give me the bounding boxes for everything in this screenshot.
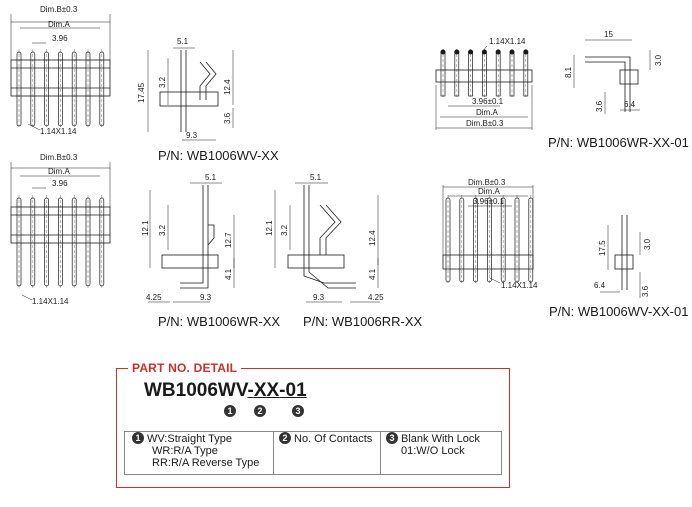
- rr-d-12-4: 12.4: [368, 230, 377, 246]
- rr-part-number: P/N: WB1006RR-XX: [303, 314, 423, 329]
- wr01-dim-b: Dim.B±0.3: [466, 119, 504, 128]
- wr01-d-6-4: 6.4: [624, 100, 636, 109]
- wv-side-view: [147, 47, 234, 141]
- wv01-dim-b: Dim.B±0.3: [468, 178, 506, 187]
- legend-marker-1: 1: [132, 432, 144, 445]
- wv01-d-3-6: 3.6: [641, 285, 650, 297]
- part-dash-2: -: [279, 380, 286, 401]
- legend-type-rr: RR:R/A Reverse Type: [152, 457, 260, 470]
- wr01-d-8-1: 8.1: [564, 66, 573, 78]
- wv-front-view: [10, 14, 111, 131]
- wr-side-view: [148, 182, 235, 303]
- wv01-d-17-5: 17.5: [598, 240, 607, 256]
- wr-d-5-1: 5.1: [205, 173, 217, 182]
- wr01-pin-size: 1.14X1.14: [489, 37, 526, 46]
- wv-dim-b: Dim.B±0.3: [40, 5, 78, 14]
- wr01-d-15: 15: [604, 30, 613, 39]
- legend-lock-01: 01:W/O Lock: [401, 445, 465, 458]
- wr-part-number: P/N: WB1006WR-XX: [158, 314, 280, 329]
- legend-divider-2: [380, 431, 381, 475]
- legend-lock-blank: Blank With Lock: [401, 433, 480, 445]
- wr01-pin-head: [468, 49, 474, 55]
- wr-front-view: [10, 162, 111, 301]
- part-detail-legend: [124, 431, 502, 475]
- wr01-front-view: [435, 45, 533, 130]
- wr-d-4-25: 4.25: [146, 293, 162, 302]
- marker-1: 1: [224, 405, 236, 417]
- legend-marker-3: 3: [386, 432, 398, 445]
- wv-d-5-1: 5.1: [177, 37, 189, 46]
- wr-d-12-7: 12.7: [224, 232, 233, 248]
- part-detail-title: PART NO. DETAIL: [128, 361, 242, 375]
- rr-d-4-25: 4.25: [368, 293, 384, 302]
- wv-d-17-45: 17.45: [137, 82, 146, 103]
- part-dash-1: -: [247, 380, 254, 401]
- legend-type-wv: WV:Straight Type: [147, 433, 232, 445]
- wv-pin-size: 1.14X1.14: [40, 127, 77, 136]
- legend-divider-1: [273, 431, 274, 475]
- wr-pitch: 3.96: [52, 179, 68, 188]
- wv-part-number: P/N: WB1006WV-XX: [158, 148, 279, 163]
- wv01-dim-a: Dim.A: [478, 187, 500, 196]
- wr01-part-number: P/N: WB1006WR-XX-01: [548, 135, 689, 150]
- rr-d-3-2: 3.2: [280, 224, 289, 236]
- wv-d-3-6: 3.6: [223, 112, 232, 124]
- pin-rows: [16, 49, 534, 289]
- legend-marker-2: 2: [279, 432, 291, 445]
- wv01-pin-size: 1.14X1.14: [501, 281, 538, 290]
- rr-side-view: [274, 182, 380, 303]
- rr-d-4-1: 4.1: [368, 268, 377, 280]
- part-detail-box: [116, 368, 510, 488]
- rr-d-12-1: 12.1: [265, 220, 274, 236]
- rr-d-9-3: 9.3: [313, 293, 325, 302]
- wr-pin-size: 1.14X1.14: [32, 297, 69, 306]
- wr01-pin-head: [454, 49, 460, 55]
- wv01-front-view: [442, 185, 534, 284]
- wr01-pitch: 3.96±0.1: [472, 97, 504, 106]
- wr01-dim-a: Dim.A: [476, 108, 498, 117]
- legend-contacts-text: No. Of Contacts: [294, 433, 373, 445]
- wr-d-4-1: 4.1: [224, 268, 233, 280]
- wr01-pin-head: [523, 49, 529, 55]
- wr01-pin-head: [509, 49, 515, 55]
- rr-d-5-1: 5.1: [310, 173, 322, 182]
- wv-dim-a: Dim.A: [48, 20, 70, 29]
- wv-d-12-4: 12.4: [223, 79, 232, 95]
- wr01-d-3-6: 3.6: [595, 100, 604, 112]
- wr01-d-3-0: 3.0: [654, 54, 663, 66]
- wr01-pin-head: [481, 49, 487, 55]
- part-prefix: WB1006WV: [144, 380, 248, 401]
- wv01-d-6-4: 6.4: [594, 281, 606, 290]
- wv01-pitch: 3.96±0.1: [473, 197, 505, 206]
- wr-d-9-3: 9.3: [200, 293, 212, 302]
- wv01-side-view: [600, 215, 641, 298]
- wr-d-3-2: 3.2: [158, 224, 167, 236]
- wv-pitch: 3.96: [52, 34, 68, 43]
- part-segment-lock: 01: [285, 380, 307, 401]
- wr-dim-a: Dim.A: [48, 167, 70, 176]
- wr01-pin-head: [495, 49, 501, 55]
- wr-d-12-1: 12.1: [141, 220, 150, 236]
- part-segment-contacts: XX: [253, 380, 280, 401]
- marker-3: 3: [292, 405, 304, 417]
- wr01-side-view: [573, 39, 651, 114]
- wv-d-9-3: 9.3: [186, 131, 198, 140]
- part-number-code: WB1006WV-XX-01: [144, 380, 307, 402]
- marker-2: 2: [254, 405, 266, 417]
- wv01-part-number: P/N: WB1006WV-XX-01: [549, 304, 688, 319]
- wv01-d-3-0: 3.0: [643, 238, 652, 250]
- legend-type-wr: WR:R/A Type: [152, 445, 218, 458]
- wr-dim-b: Dim.B±0.3: [40, 153, 78, 162]
- wr01-pin-head: [440, 49, 446, 55]
- wv-d-3-2: 3.2: [158, 76, 167, 88]
